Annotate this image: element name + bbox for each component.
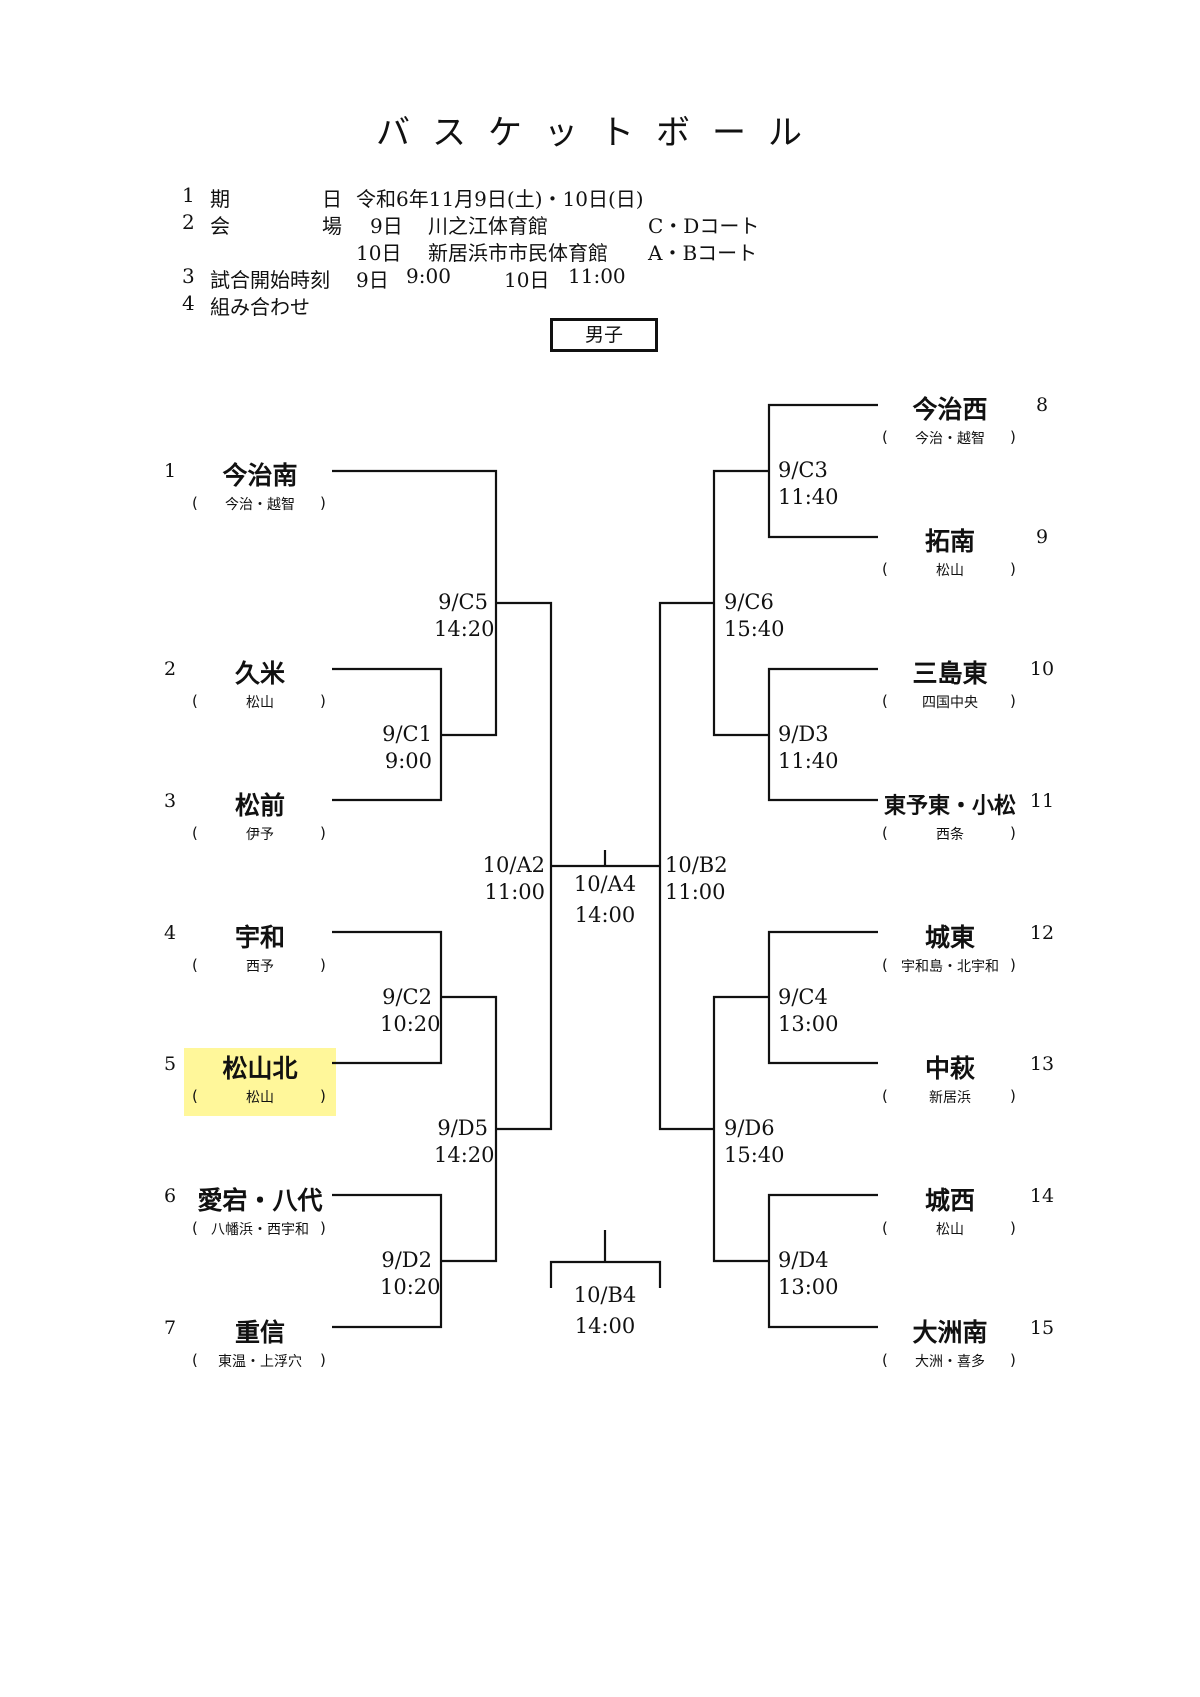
team-region: 八幡浜・西宇和 <box>211 1222 309 1238</box>
paren-open: ( <box>192 1219 198 1237</box>
paren-close: ) <box>1010 1087 1016 1105</box>
team-name: 大洲南 <box>912 1318 988 1347</box>
paren-open: ( <box>882 428 888 446</box>
paren-open: ( <box>192 692 198 710</box>
team-region: 西条 <box>936 827 964 843</box>
seed-number: 11 <box>1029 790 1055 812</box>
paren-open: ( <box>882 692 888 710</box>
seed-number: 8 <box>1035 394 1049 416</box>
team-name: 今治西 <box>912 395 988 424</box>
team-name: 拓南 <box>924 527 975 556</box>
team-region: 松山 <box>246 695 274 711</box>
paren-close: ) <box>1010 428 1016 446</box>
team-region: 四国中央 <box>922 695 978 711</box>
team-name: 愛宕・八代 <box>197 1186 323 1215</box>
paren-open: ( <box>882 1219 888 1237</box>
paren-close: ) <box>320 1087 326 1105</box>
team-name: 中萩 <box>924 1054 975 1083</box>
team-region: 松山 <box>936 1222 964 1238</box>
seed-number: 10 <box>1029 658 1055 680</box>
seed-number: 13 <box>1029 1053 1055 1075</box>
team-name: 松前 <box>234 791 285 820</box>
team-name: 宇和 <box>234 923 285 952</box>
paren-open: ( <box>192 494 198 512</box>
seed-number: 15 <box>1029 1317 1055 1339</box>
team-region: 伊予 <box>246 827 274 843</box>
seed-number: 5 <box>163 1053 177 1075</box>
team-region: 東温・上浮穴 <box>218 1354 302 1370</box>
team-name: 今治南 <box>222 461 298 490</box>
paren-close: ) <box>1010 1219 1016 1237</box>
team-region: 大洲・喜多 <box>915 1354 985 1370</box>
paren-close: ) <box>1010 824 1016 842</box>
seed-number: 14 <box>1029 1185 1055 1207</box>
paren-open: ( <box>882 560 888 578</box>
team-region: 今治・越智 <box>225 497 295 513</box>
paren-open: ( <box>882 1087 888 1105</box>
paren-close: ) <box>320 1219 326 1237</box>
paren-close: ) <box>320 494 326 512</box>
seed-number: 2 <box>163 658 177 680</box>
team-name: 城西 <box>924 1186 975 1215</box>
highlight-marker <box>184 1048 336 1116</box>
paren-open: ( <box>192 824 198 842</box>
seed-number: 6 <box>163 1185 177 1207</box>
team-name: 重信 <box>234 1318 285 1347</box>
seed-number: 3 <box>163 790 177 812</box>
paren-open: ( <box>882 824 888 842</box>
paren-open: ( <box>882 1351 888 1369</box>
team-region: 松山 <box>246 1090 274 1106</box>
team-region: 今治・越智 <box>915 431 985 447</box>
seed-number: 7 <box>163 1317 177 1339</box>
paren-open: ( <box>192 1351 198 1369</box>
paren-close: ) <box>1010 560 1016 578</box>
team-region: 松山 <box>936 563 964 579</box>
team-name: 城東 <box>924 923 975 952</box>
team-name: 三島東 <box>912 659 988 688</box>
seed-number: 9 <box>1035 526 1049 548</box>
team-name: 松山北 <box>222 1054 298 1083</box>
team-region: 宇和島・北宇和 <box>901 959 999 975</box>
seed-number: 1 <box>163 460 177 482</box>
paren-close: ) <box>320 956 326 974</box>
team-region: 西予 <box>246 959 274 975</box>
paren-open: ( <box>192 1087 198 1105</box>
seed-number: 4 <box>163 922 177 944</box>
team-name: 久米 <box>234 659 285 688</box>
team-name: 東予東・小松 <box>883 794 1016 819</box>
page-title: バスケットボール <box>376 113 824 153</box>
paren-open: ( <box>192 956 198 974</box>
paren-close: ) <box>1010 692 1016 710</box>
seed-number: 12 <box>1029 922 1055 944</box>
paren-close: ) <box>1010 956 1016 974</box>
division-label: 男子 <box>550 318 658 352</box>
paren-close: ) <box>320 692 326 710</box>
paren-close: ) <box>320 824 326 842</box>
paren-close: ) <box>320 1351 326 1369</box>
team-region: 新居浜 <box>929 1090 971 1106</box>
paren-close: ) <box>1010 1351 1016 1369</box>
paren-open: ( <box>882 956 888 974</box>
